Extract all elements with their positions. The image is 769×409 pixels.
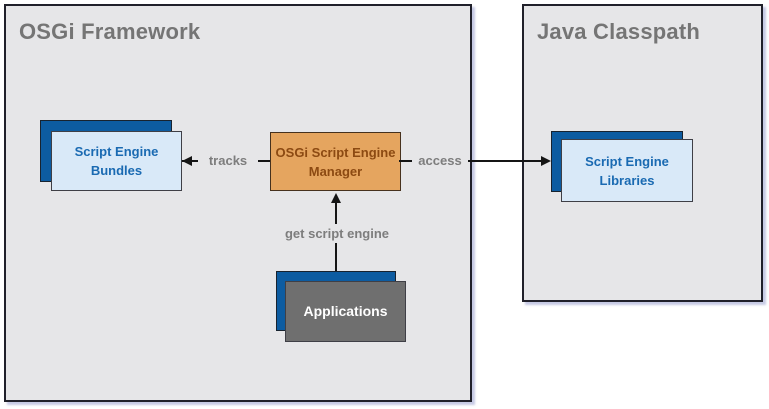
osgi-framework-container: OSGi Framework (4, 4, 472, 402)
script-engine-bundles-node: Script Engine Bundles (51, 131, 182, 191)
java-classpath-title: Java Classpath (537, 19, 700, 44)
access-edge-label: access (412, 150, 468, 171)
script-engine-libraries-node: Script Engine Libraries (561, 139, 693, 202)
osgi-script-engine-manager-node: OSGi Script Engine Manager (270, 132, 401, 191)
osgi-framework-title: OSGi Framework (19, 19, 201, 44)
osgi-script-engine-manager-label: OSGi Script Engine Manager (275, 144, 396, 179)
get-script-engine-arrowhead-icon (331, 193, 341, 203)
applications-label: Applications (303, 303, 388, 319)
tracks-arrowhead-icon (182, 156, 192, 166)
access-edge-line (399, 160, 543, 162)
tracks-edge-label: tracks (198, 150, 258, 171)
applications-node: Applications (285, 281, 406, 342)
script-engine-libraries-label: Script Engine Libraries (585, 153, 669, 188)
script-engine-bundles-label: Script Engine Bundles (74, 144, 159, 178)
get-script-engine-edge-label: get script engine (279, 224, 395, 243)
access-arrowhead-icon (541, 156, 551, 166)
